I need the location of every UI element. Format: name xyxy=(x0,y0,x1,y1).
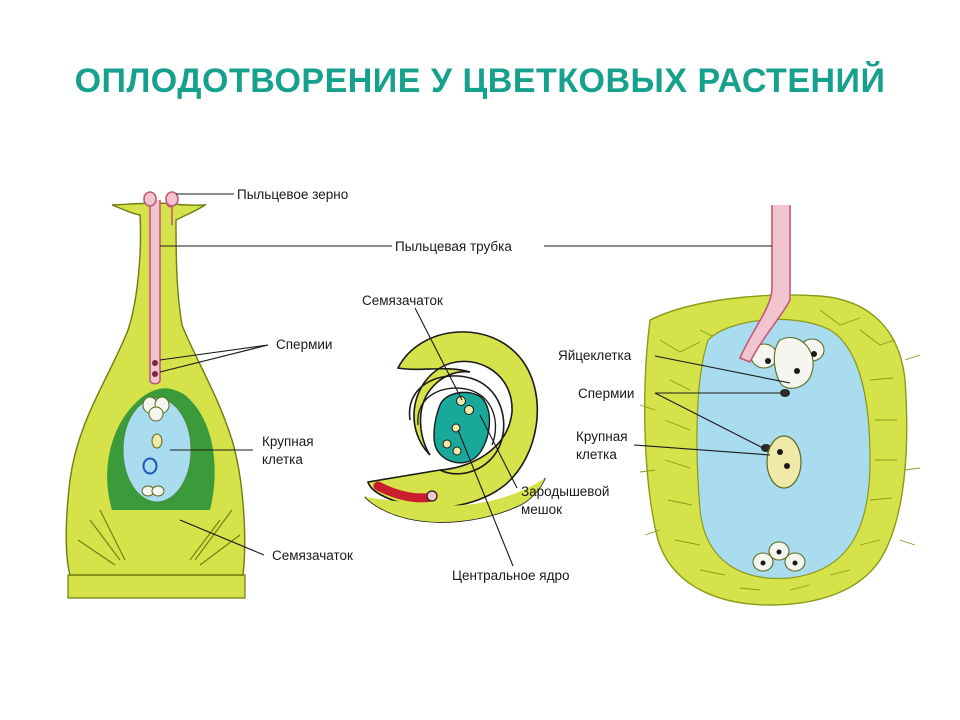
label-sperm-right: Спермии xyxy=(578,386,634,401)
antipodal-cells-left xyxy=(141,485,165,497)
label-large-cell-left-2: клетка xyxy=(262,452,303,467)
label-large-cell-left-1: Крупная xyxy=(262,434,314,449)
label-egg-cell: Яйцеклетка xyxy=(558,348,632,363)
pollen-tube-right xyxy=(738,205,791,364)
label-ovule-top: Семязачаток xyxy=(362,293,443,308)
egg-apparatus-left xyxy=(142,396,170,422)
leader-lines xyxy=(159,193,791,567)
ovule-section xyxy=(364,331,546,523)
label-pollen-grain: Пыльцевое зерно xyxy=(237,187,348,202)
central-cell-nucleus-2 xyxy=(784,463,790,469)
funiculus-fill xyxy=(365,478,545,523)
egg-nucleus xyxy=(794,368,800,374)
inner-integument-center-2 xyxy=(417,387,497,446)
page-title: ОПЛОДОТВОРЕНИЕ У ЦВЕТКОВЫХ РАСТЕНИЙ xyxy=(74,62,886,100)
central-cell-nucleus-1 xyxy=(777,449,783,455)
polar-nucleus-left xyxy=(142,457,158,475)
inner-integument-center xyxy=(408,375,505,475)
synergid-nucleus-1 xyxy=(765,358,771,364)
receptacle xyxy=(67,574,246,599)
antipodal-nucleus-2 xyxy=(776,549,782,555)
pollen-grains-left xyxy=(143,191,179,225)
pollen-tube-left xyxy=(149,200,161,385)
label-ovule-bottom: Семязачаток xyxy=(272,548,353,563)
label-large-cell-right-2: клетка xyxy=(576,447,617,462)
central-nucleus-left xyxy=(151,433,163,449)
ovule-outer xyxy=(367,331,539,509)
antipodal-nucleus-3 xyxy=(792,560,798,566)
label-pollen-tube: Пыльцевая трубка xyxy=(395,239,512,254)
enlarged-ovule xyxy=(639,205,921,606)
label-sperm-left: Спермии xyxy=(276,337,332,352)
sperm-right-1 xyxy=(780,389,790,397)
antipodal-nucleus-1 xyxy=(760,560,766,566)
sperm-dot-left-2 xyxy=(152,371,158,377)
funicle-tube-end xyxy=(426,490,438,502)
synergid-nucleus-2 xyxy=(811,351,817,357)
central-cell-right xyxy=(766,435,802,489)
egg-apparatus-right xyxy=(750,337,825,389)
label-large-cell-right-1: Крупная xyxy=(576,429,628,444)
pistil-section xyxy=(65,191,246,599)
label-embryo-sac-1: Зародышевой xyxy=(521,484,609,499)
embryo-sac-nuclei xyxy=(442,396,474,456)
vascular-lines xyxy=(77,509,241,566)
label-central-nucleus: Центральное ядро xyxy=(452,568,570,583)
sperm-dot-left-1 xyxy=(152,360,158,366)
label-embryo-sac-2: мешок xyxy=(521,502,562,517)
